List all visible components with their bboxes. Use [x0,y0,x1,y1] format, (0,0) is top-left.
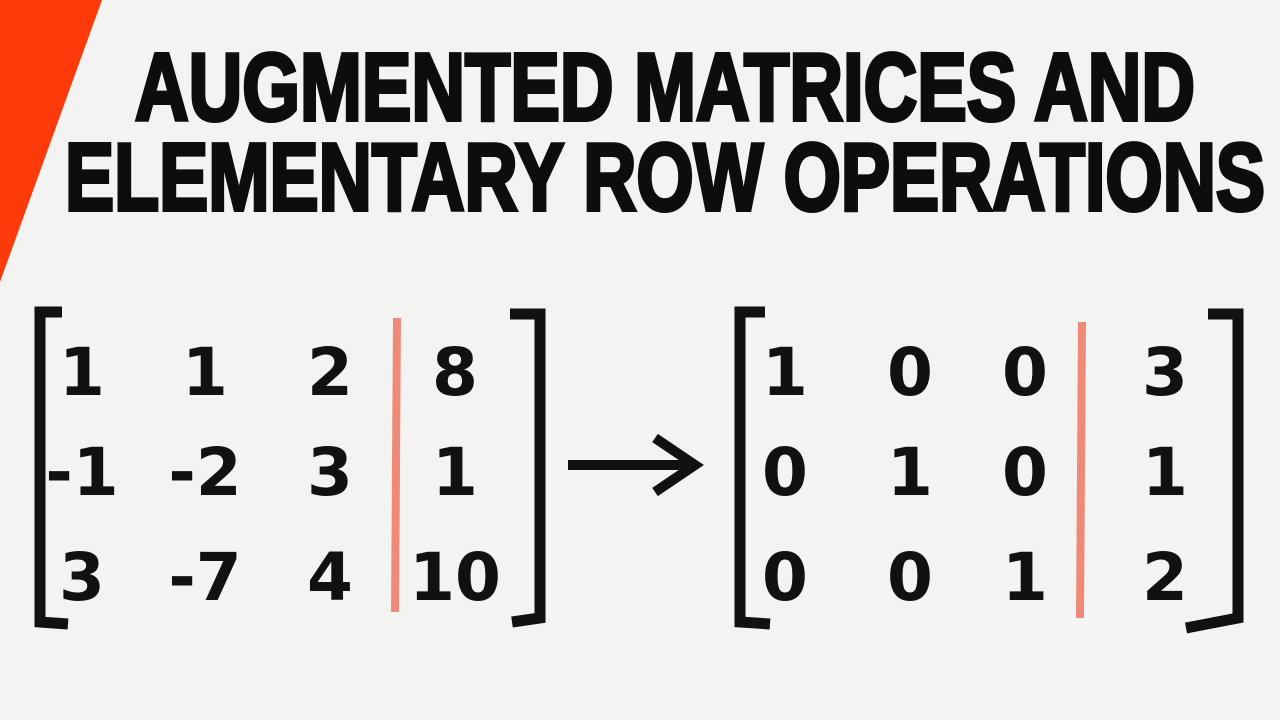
matrix-entry: 0 [762,434,808,511]
matrix-entry: 2 [307,334,353,411]
matrix-entry: -2 [168,434,241,511]
matrix-entry: 0 [1002,434,1048,511]
matrix-entry: 1 [1142,434,1188,511]
right-bracket-close [1184,308,1244,634]
red-corner-accent [0,0,102,282]
matrix-entry: 1 [59,334,105,411]
matrix-entry: 1 [1002,539,1048,616]
right-arrow-icon [568,433,704,497]
matrix-entry: 3 [1142,334,1188,411]
matrix-entry: 1 [182,334,228,411]
title-line-2: ELEMENTARY ROW OPERATIONS [65,124,1265,231]
augment-divider [1076,321,1086,619]
left-bracket-open [34,306,69,630]
matrix-entry: 0 [1002,334,1048,411]
matrix-entry: -7 [168,539,241,616]
matrix-entry: 0 [762,539,808,616]
matrix-entry: 3 [59,539,105,616]
right-bracket-open [734,306,771,630]
matrix-entry: 1 [432,434,478,511]
matrix-entry: -1 [45,434,118,511]
matrix-entry: 1 [887,434,933,511]
augment-divider [391,317,401,613]
matrix-entry: 0 [887,334,933,411]
matrix-entry: 1 [762,334,808,411]
matrix-entry: 0 [887,539,933,616]
matrix-entry: 2 [1142,539,1188,616]
matrix-entry: 10 [409,539,501,616]
matrix-entry: 4 [307,539,353,616]
title-line-1: AUGMENTED MATRICES AND [135,34,1195,141]
left-bracket-close [510,308,546,628]
matrix-entry: 8 [432,334,478,411]
matrix-entry: 3 [307,434,353,511]
